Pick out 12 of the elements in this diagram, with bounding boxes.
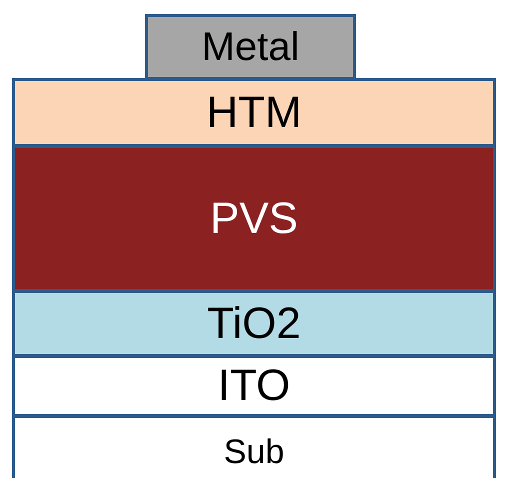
- metal-layer: [145, 14, 356, 80]
- layer-label: PVS: [210, 196, 298, 240]
- layer-label: Sub: [224, 434, 284, 468]
- substrate-layer: [12, 415, 496, 478]
- ito-layer: [12, 355, 496, 417]
- tio2-layer: [12, 290, 496, 357]
- layer-label: ITO: [218, 364, 290, 408]
- perovskite-layer: [12, 145, 496, 292]
- layer-label: Metal: [202, 27, 300, 67]
- htm-layer: [12, 78, 496, 147]
- layer-label: TiO2: [207, 302, 301, 346]
- layer-label: HTM: [206, 90, 302, 134]
